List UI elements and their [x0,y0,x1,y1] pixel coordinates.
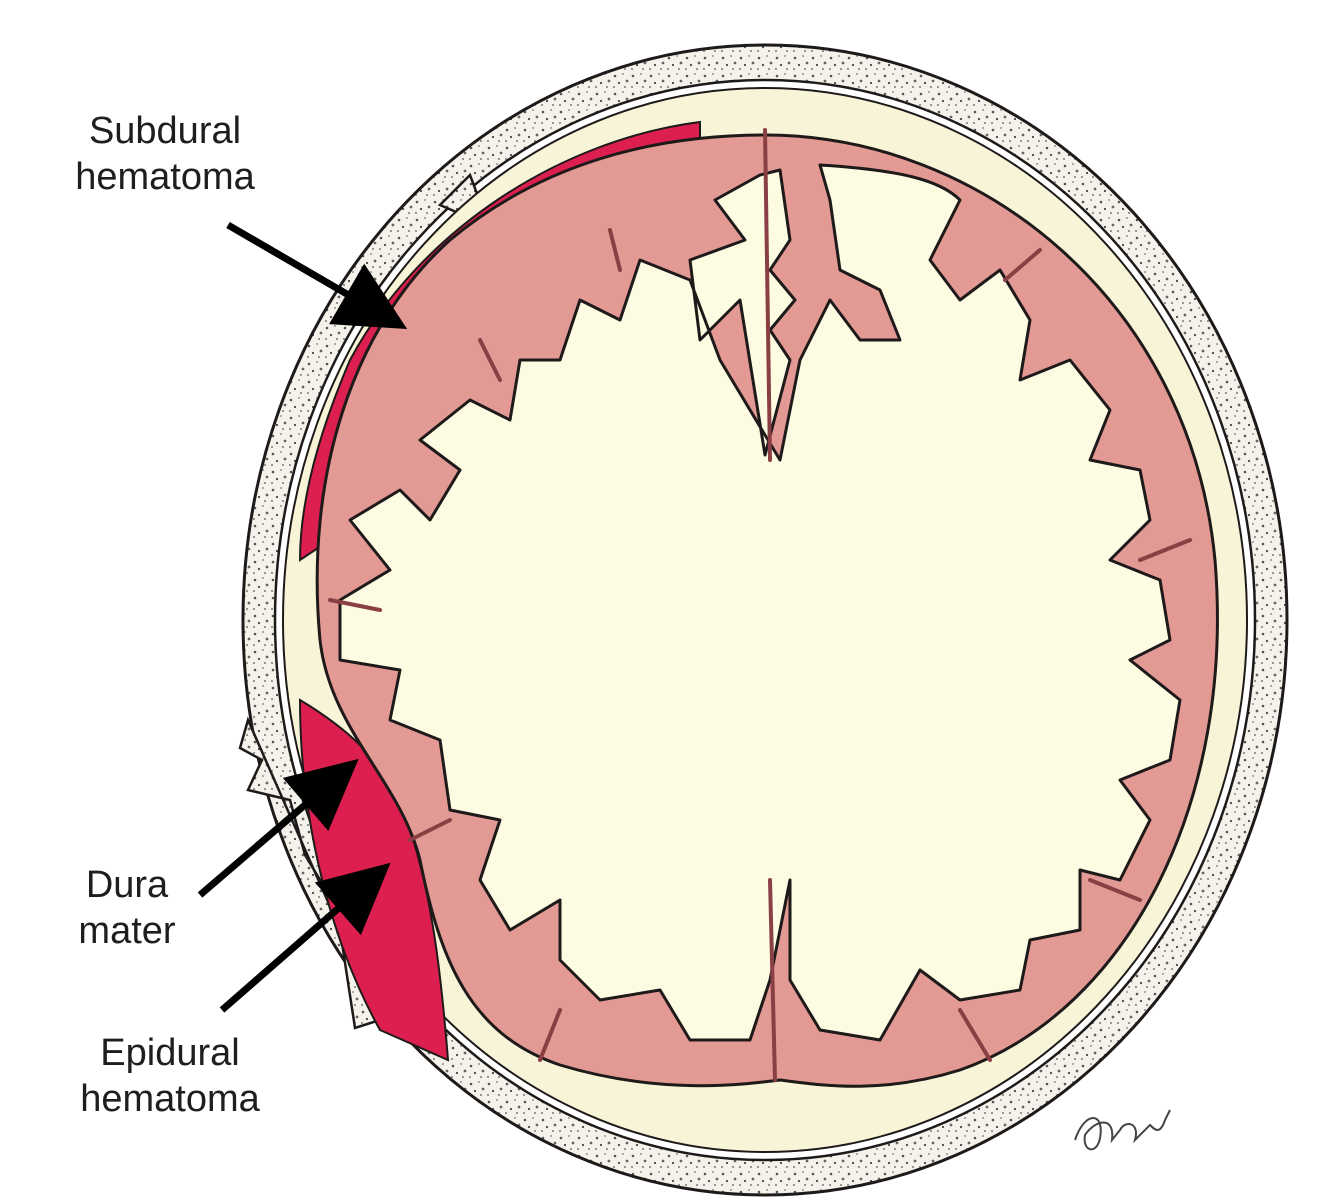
white-matter [338,163,1182,1042]
label-line: Dura [85,864,169,906]
label-dura-mater: Dura mater [52,862,202,954]
label-line: hematoma [80,1078,260,1120]
arrow-epidural [219,862,391,1013]
label-line: Epidural [100,1032,240,1074]
label-line: mater [78,910,176,952]
label-subdural-hematoma: Subdural hematoma [40,108,290,200]
arrow-subdural [226,221,408,330]
arrows [197,221,408,1013]
sulci [328,128,1192,1082]
label-line: Subdural [88,110,242,152]
arrow-dura [197,758,359,898]
artist-signature [1074,1109,1171,1151]
label-line: hematoma [75,156,255,198]
brain [315,128,1219,1088]
label-epidural-hematoma: Epidural hematoma [40,1030,300,1122]
